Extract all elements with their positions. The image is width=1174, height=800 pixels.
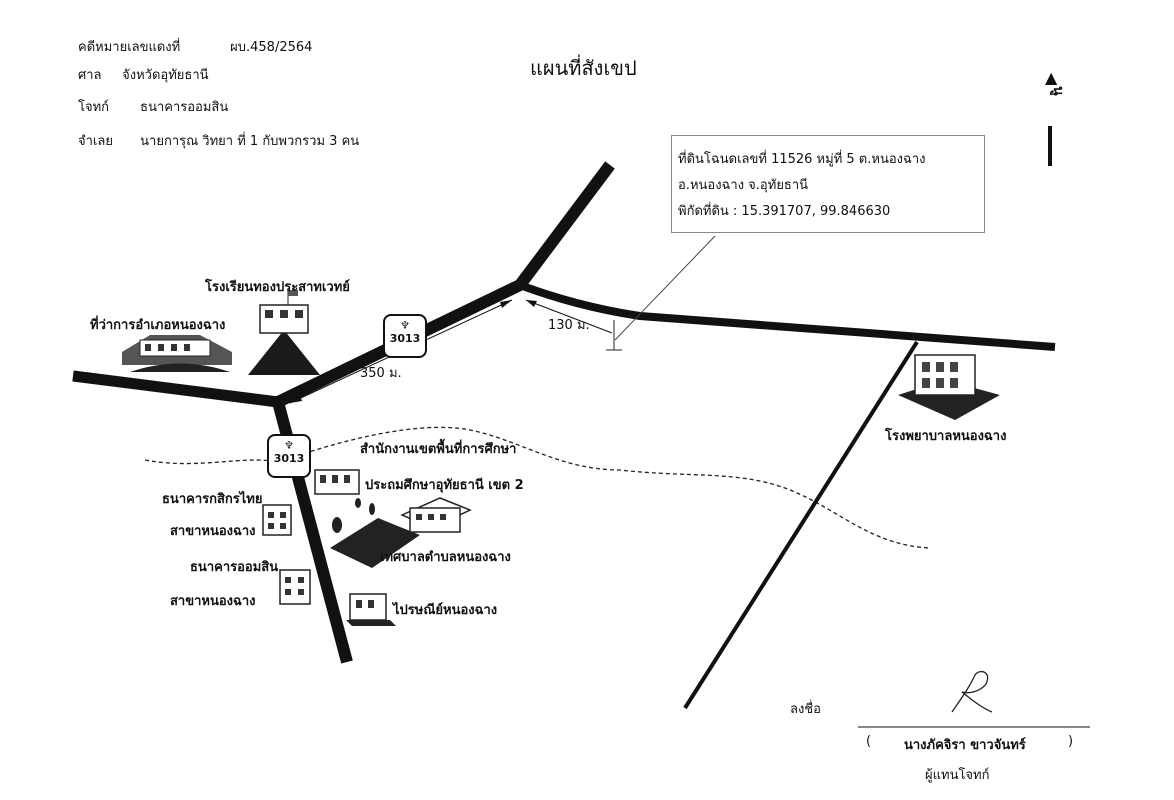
edu-office-building-icon	[314, 469, 360, 495]
north-arrow-icon: ▲	[1045, 68, 1058, 87]
kasikorn-label-1: ธนาคารกสิกรไทย	[162, 492, 263, 507]
distance-350-label: 350 ม.	[360, 366, 402, 381]
defendant-label: จำเลย	[78, 134, 113, 149]
school-building-icon	[248, 290, 320, 375]
post-office-label: ไปรษณีย์หนองฉาง	[393, 603, 498, 618]
distance-130-arrow	[525, 299, 613, 334]
garuda-icon: ♆	[400, 319, 410, 332]
road-east-segment	[518, 281, 1056, 351]
school-label: โรงเรียนทองประสาทเวทย์	[205, 280, 350, 295]
sign-label: ลงชื่อ	[790, 702, 821, 717]
land-deed-line: ที่ดินโฉนดเลขที่ 11526 หมู่ที่ 5 ต.หนองฉ…	[678, 152, 926, 167]
signer-name: นางภัคจิรา ขาวจันทร์	[904, 738, 1026, 753]
post-office-building-icon	[346, 593, 396, 626]
distance-130-arrowhead	[526, 300, 537, 307]
court-label: ศาล	[78, 68, 102, 83]
court-line: ศาล จังหวัดอุทัยธานี	[78, 68, 209, 83]
case-number-value: ผบ.458/2564	[230, 40, 313, 55]
north-indicator: ▲ นู	[1040, 68, 1066, 170]
land-location-line: อ.หนองฉาง จ.อุทัยธานี	[678, 178, 809, 193]
case-number-label: คดีหมายเลขแดงที่	[78, 40, 181, 55]
signature-mark	[951, 670, 993, 713]
road-southeast	[683, 340, 919, 710]
road-shield-3013-upper: ♆ 3013	[383, 314, 427, 358]
distance-350-arrowhead-b	[500, 300, 512, 308]
road-shield-3013-lower: ♆ 3013	[267, 434, 311, 478]
edu-office-label-1: สำนักงานเขตพื้นที่การศึกษา	[360, 442, 517, 457]
municipality-label: เทศบาลตำบลหนองฉาง	[380, 550, 511, 565]
kasikorn-label-2: สาขาหนองฉาง	[170, 524, 256, 539]
road-north-segment	[515, 161, 615, 289]
signer-open-paren: (	[866, 734, 872, 749]
edu-office-label-2: ประถมศึกษาอุทัยธานี เขต 2	[365, 478, 524, 493]
land-pointer-line	[614, 235, 716, 341]
district-office-building-icon	[122, 335, 232, 372]
signer-role: ผู้แทนโจทก์	[925, 768, 990, 783]
gsb-bank-building-icon	[279, 569, 311, 605]
gsb-label-2: สาขาหนองฉาง	[170, 594, 256, 609]
land-info-box: ที่ดินโฉนดเลขที่ 11526 หมู่ที่ 5 ต.หนองฉ…	[671, 135, 985, 233]
kasikorn-bank-building-icon	[262, 504, 292, 536]
municipality-building-icon	[330, 497, 472, 568]
north-bar	[1048, 126, 1052, 166]
distance-130-label: 130 ม.	[548, 318, 590, 333]
hospital-label: โรงพยาบาลหนองฉาง	[885, 429, 1007, 444]
case-number-line: คดีหมายเลขแดงที่ ผบ.458/2564	[78, 40, 312, 55]
garuda-icon: ♆	[284, 439, 294, 452]
distance-350-arrowhead-a	[290, 395, 302, 403]
hospital-building-icon	[898, 354, 1000, 420]
district-office-label: ที่ว่าการอำเภอหนองฉาง	[90, 318, 226, 333]
plaintiff-label: โจทก์	[78, 100, 110, 115]
road-west-segment	[72, 370, 279, 408]
land-coordinates-line: พิกัดที่ดิน : 15.391707, 99.846630	[678, 204, 891, 219]
gsb-label-1: ธนาคารออมสิน	[190, 560, 279, 575]
road-shield-number: 3013	[273, 452, 305, 465]
map-title: แผนที่สังเขป	[530, 56, 637, 80]
north-label: นู	[1050, 86, 1066, 96]
plaintiff-value: ธนาคารออมสิน	[140, 100, 229, 115]
court-value: จังหวัดอุทัยธานี	[122, 68, 209, 83]
defendant-value: นายการุณ วิทยา ที่ 1 กับพวกรวม 3 คน	[140, 134, 360, 149]
defendant-line: จำเลย นายการุณ วิทยา ที่ 1 กับพวกรวม 3 ค…	[78, 134, 359, 149]
signer-close-paren: )	[1068, 734, 1074, 749]
road-shield-number: 3013	[389, 332, 421, 345]
plaintiff-line: โจทก์ ธนาคารออมสิน	[78, 100, 228, 115]
